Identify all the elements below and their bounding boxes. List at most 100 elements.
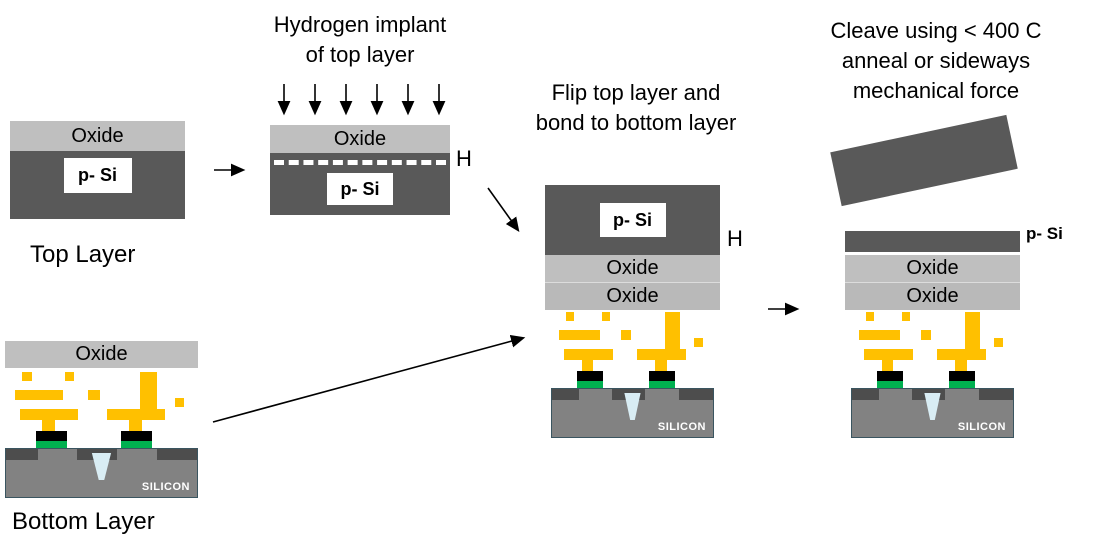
substrate-doped-region: [6, 449, 39, 460]
cleave-title-line3: mechanical force: [852, 78, 1020, 103]
psi-box: p- Si: [599, 203, 666, 237]
psi-label: p- Si: [340, 178, 380, 199]
substrate-doped-region: [156, 449, 197, 460]
bonded-psi-body: p- Si: [545, 185, 720, 255]
cleave-title-line2: anneal or sideways: [841, 48, 1031, 73]
cleave-title-line1: Cleave using < 400 C: [830, 18, 1042, 43]
psi-label: p- Si: [78, 165, 117, 185]
metal-via: [22, 372, 32, 381]
metal-line: [14, 390, 63, 400]
metal-via: [174, 398, 185, 407]
substrate-doped-region: [979, 389, 1013, 400]
metal-plug: [665, 312, 680, 352]
hydrogen-label: H: [456, 146, 472, 171]
metal-plug: [965, 312, 980, 352]
psi-label: p- Si: [613, 209, 652, 230]
transistor-channel: [35, 441, 67, 451]
transistor-channel: [120, 441, 152, 451]
psi-box: p- Si: [327, 173, 393, 205]
implant-oxide-band: Oxide: [270, 125, 450, 153]
implant-silicon-body: p- Si: [270, 153, 450, 215]
cleave-title: Cleave using < 400 C anneal or sideways …: [810, 16, 1062, 106]
hydrogen-implant-plane: [274, 160, 446, 165]
bottom-layer-caption: Bottom Layer: [12, 508, 155, 535]
psi-side-label: p- Si: [1026, 224, 1063, 243]
metal-contact: [955, 360, 967, 371]
oxide-label: Oxide: [906, 285, 959, 307]
silicon-substrate: SILICON: [5, 448, 198, 498]
metal-via: [901, 312, 910, 321]
cleaved-stack: Oxide Oxide: [845, 231, 1020, 310]
metal-contact: [41, 420, 56, 431]
metal-via: [621, 330, 631, 340]
top-layer-oxide-band: Oxide: [10, 121, 185, 151]
bottom-layer-oxide-band: Oxide: [5, 341, 198, 368]
metal-contact: [655, 360, 667, 371]
metal-line: [937, 349, 987, 360]
metal-line: [20, 409, 79, 420]
metal-contact: [881, 360, 894, 371]
cmos-structure: SILICON: [5, 372, 198, 498]
metal-line: [859, 330, 900, 340]
transistor-gate: [577, 371, 604, 382]
metal-via: [87, 390, 100, 400]
cleaved-cmos: SILICON: [851, 312, 1014, 438]
metal-via: [865, 312, 874, 321]
cmos-structure: SILICON: [551, 312, 714, 438]
silicon-label: SILICON: [957, 421, 1006, 433]
metal-contact: [128, 420, 143, 431]
arrow-bottom-to-bonded: [212, 334, 526, 423]
transistor-gate: [877, 371, 904, 382]
bonded-cmos: SILICON: [551, 312, 714, 438]
transistor-gate: [948, 371, 975, 382]
bond-title: Flip top layer and bond to bottom layer: [512, 78, 760, 138]
metal-via: [921, 330, 931, 340]
oxide-label: Oxide: [75, 343, 128, 365]
bonded-stack: p- Si Oxide Oxide: [545, 185, 720, 310]
top-layer-stack: Oxide p- Si: [10, 121, 185, 219]
metal-via: [994, 338, 1003, 347]
metal-via: [601, 312, 610, 321]
metal-line: [864, 349, 913, 360]
metal-via: [64, 372, 75, 381]
metal-line: [107, 409, 166, 420]
bonded-oxide-top-band: Oxide: [545, 255, 720, 282]
oxide-label: Oxide: [71, 124, 124, 147]
transistor-gate: [648, 371, 675, 382]
bond-title-line2: bond to bottom layer: [535, 110, 737, 135]
substrate-doped-region: [852, 389, 880, 400]
oxide-label: Oxide: [333, 127, 387, 150]
transistor-channel: [577, 381, 604, 391]
cmos-structure: SILICON: [851, 312, 1014, 438]
metal-line: [564, 349, 613, 360]
oxide-label: Oxide: [606, 257, 659, 279]
silicon-label: SILICON: [141, 481, 190, 493]
cleave-oxide-bottom-band: Oxide: [845, 282, 1020, 310]
metal-contact: [581, 360, 594, 371]
substrate-doped-region: [552, 389, 580, 400]
implant-title-line1: Hydrogen implant: [273, 12, 447, 37]
metal-line: [637, 349, 687, 360]
transistor-channel: [648, 381, 675, 391]
implant-title: Hydrogen implant of top layer: [248, 10, 472, 70]
oxide-label: Oxide: [606, 285, 659, 307]
arrow-implant-to-bonded: [487, 187, 520, 232]
metal-plug: [140, 372, 158, 412]
implant-title-line2: of top layer: [305, 42, 415, 67]
bond-title-line1: Flip top layer and: [551, 80, 721, 105]
silicon-substrate: SILICON: [551, 388, 714, 438]
transistor-gate: [120, 431, 152, 442]
top-layer-silicon-body: p- Si: [10, 151, 185, 219]
hydrogen-label: H: [727, 226, 743, 251]
top-layer-caption: Top Layer: [30, 241, 136, 268]
cleaved-psi-slab: [830, 114, 1018, 207]
psi-box: p- Si: [63, 158, 132, 193]
cleave-oxide-top-band: Oxide: [845, 255, 1020, 282]
oxide-label: Oxide: [906, 257, 959, 279]
transistor-channel: [877, 381, 904, 391]
silicon-substrate: SILICON: [851, 388, 1014, 438]
silicon-label: SILICON: [657, 421, 706, 433]
isolation-trench: [624, 393, 641, 420]
isolation-trench: [924, 393, 941, 420]
